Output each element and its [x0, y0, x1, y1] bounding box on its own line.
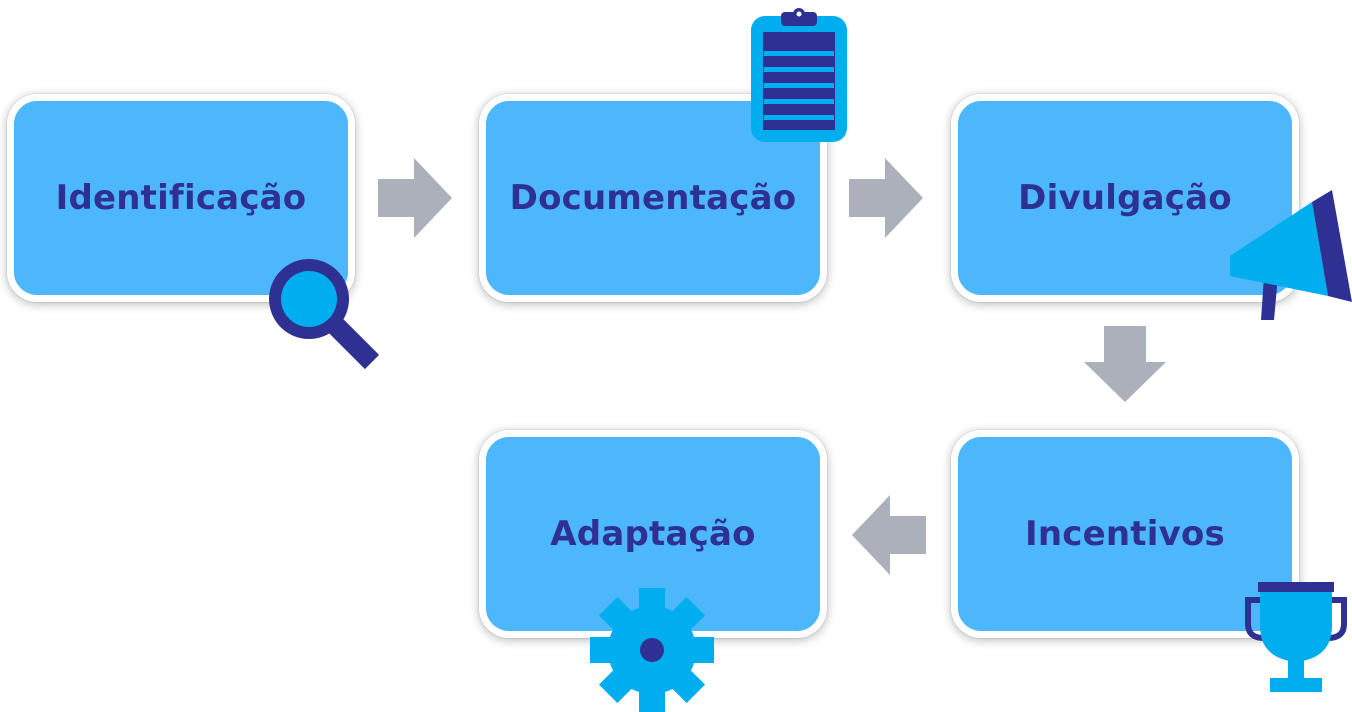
- step-label: Divulgação: [1018, 178, 1232, 218]
- arrow-right: [378, 158, 452, 238]
- step-incentivos: Incentivos: [951, 430, 1299, 638]
- trophy-icon: [1240, 580, 1352, 696]
- step-documentacao: Documentação: [479, 94, 827, 302]
- clipboard-icon: [748, 6, 850, 144]
- arrow-left: [852, 495, 926, 575]
- step-label: Documentação: [509, 178, 797, 218]
- step-label: Identificação: [55, 178, 307, 218]
- gear-icon: [590, 588, 714, 712]
- step-label: Incentivos: [1025, 514, 1225, 554]
- step-label: Adaptação: [550, 514, 756, 554]
- megaphone-icon: [1224, 184, 1352, 324]
- arrow-right: [849, 158, 923, 238]
- step-identificacao: Identificação: [7, 94, 355, 302]
- arrow-down: [1084, 326, 1166, 402]
- magnifier-icon: [262, 256, 380, 370]
